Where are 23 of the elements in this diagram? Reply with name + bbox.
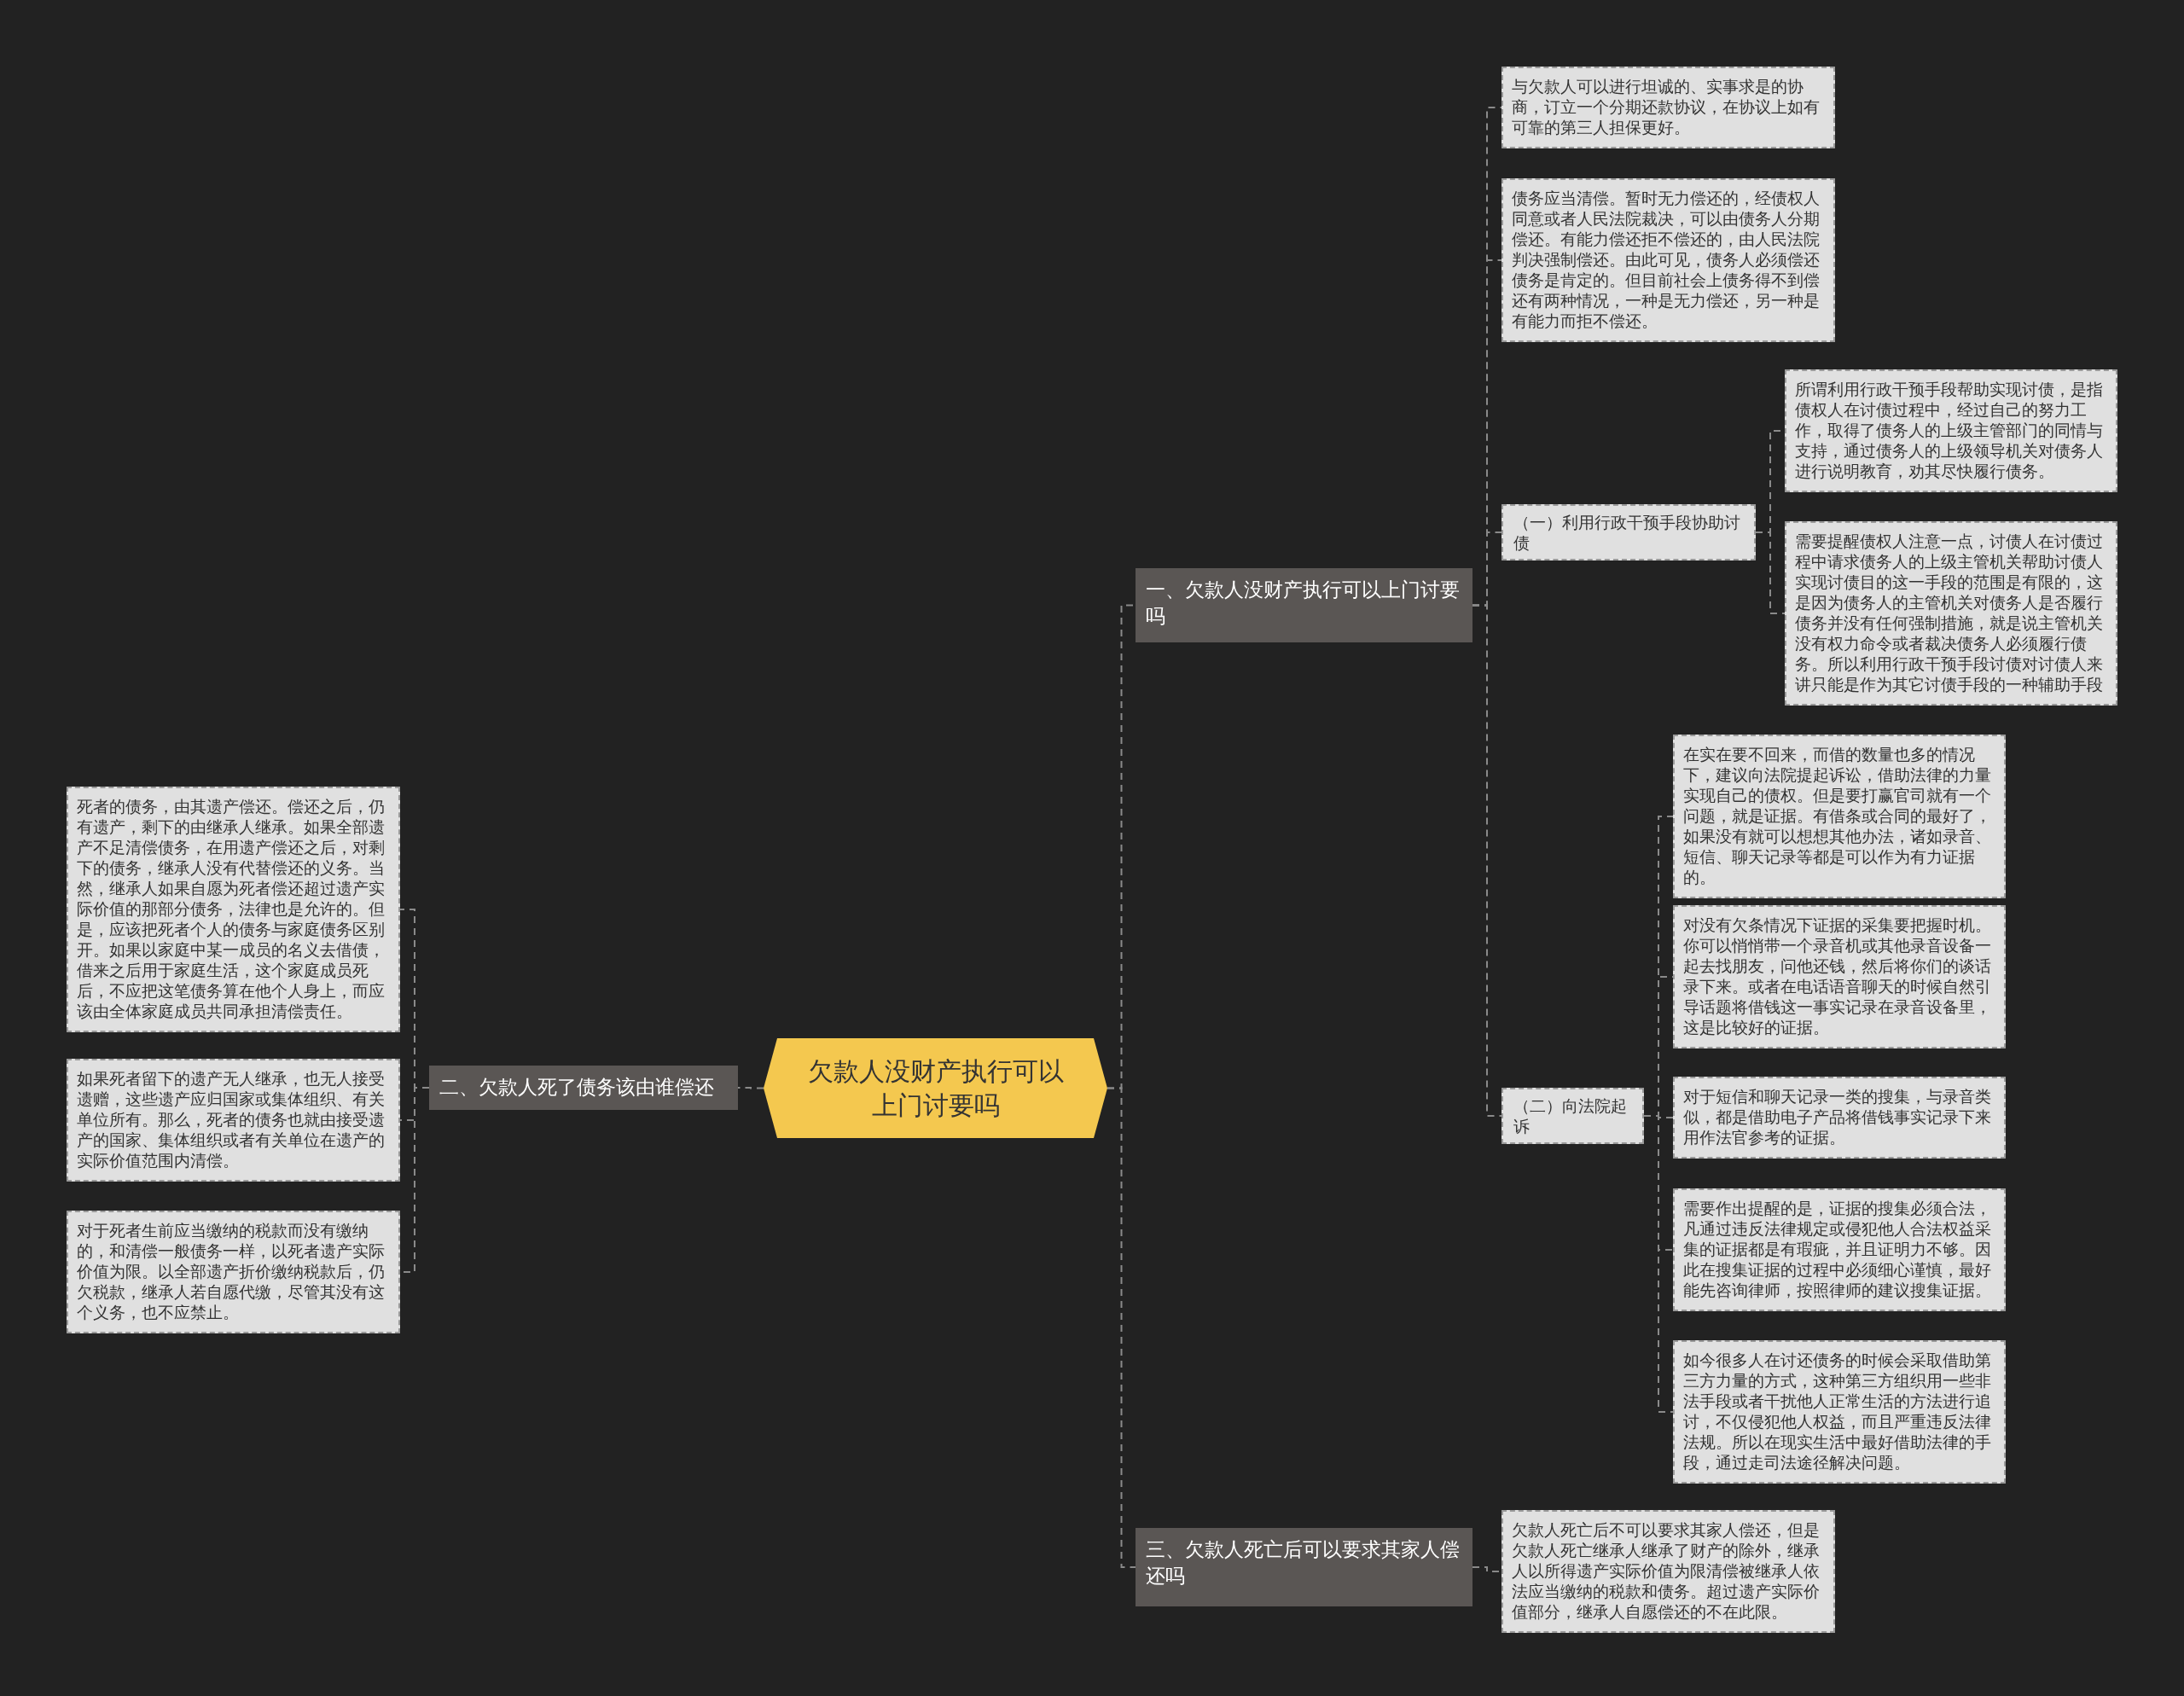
note-box: 如果死者留下的遗产无人继承，也无人接受遗赠，这些遗产应归国家或集体组织、有关单位所有。那么，死者的债务也就由接受遗产的国家、集体组织或者有关单位在遗产的实际价值范围内清偿。: [67, 1059, 400, 1182]
note-box: 死者的债务，由其遗产偿还。偿还之后，仍有遗产，剩下的由继承人继承。如果全部遗产不足清偿债务，在用遗产偿还之后，对剩下的债务，继承人没有代替偿还的义务。当然，继承人如果自愿为死者偿还超过遗产实际价值的那部分债务，法律也是允许的。但是，应该把死者个人的债务与家庭债务区别开。如果以家庭中某一成员的名义去借债，借来之后用于家庭生活，这个家庭成员死后，不应把这笔债务算在他个人身上，而应该由全体家庭成员共同承担清偿责任。: [67, 787, 400, 1032]
note-box: 在实在要不回来，而借的数量也多的情况下，建议向法院提起诉讼，借助法律的力量实现自己的债权。但是要打赢官司就有一个问题，就是证据。有借条或合同的最好了，如果没有就可以想想其他办法，诸如录音、短信、聊天记录等都是可以作为有力证据的。: [1673, 735, 2006, 898]
note-box: 需要作出提醒的是，证据的搜集必须合法，凡通过违反法律规定或侵犯他人合法权益采集的证据都是有瑕疵，并且证明力不够。因此在搜集证据的过程中必须细心谨慎，最好能先咨询律师，按照律师的建议搜集证据。: [1673, 1188, 2006, 1311]
connector-line: [1755, 531, 1786, 614]
note-box: 对没有欠条情况下证据的采集要把握时机。你可以悄悄带一个录音机或其他录音设备一起去找朋友，问他还钱，然后将你们的谈话录下来。或者在电话语音聊天的时候自然引导话题将借钱这一事实记录在录音设备里，这是比较好的证据。: [1673, 905, 2006, 1048]
branch-topic: 二、欠款人死了债务该由谁偿还: [429, 1066, 738, 1110]
note-box: 对于短信和聊天记录一类的搜集，与录音类似，都是借助电子产品将借钱事实记录下来用作法官参考的证据。: [1673, 1077, 2006, 1159]
connector-line: [737, 1087, 764, 1089]
subtopic-box: （一）利用行政干预手段协助讨债: [1502, 504, 1756, 560]
note-box: 与欠款人可以进行坦诚的、实事求是的协商，订立一个分期还款协议，在协议上如有可靠的第三人担保更好。: [1502, 67, 1835, 148]
subtopic-box: （二）向法院起诉: [1502, 1088, 1644, 1144]
note-box: 对于死者生前应当缴纳的税款而没有缴纳的，和清偿一般债务一样，以死者遗产实际价值为限。以全部遗产折价缴纳税款后，仍欠税款，继承人若自愿代缴，尽管其没有这个义务，也不应禁止。: [67, 1211, 400, 1333]
connector-line: [1107, 1087, 1136, 1568]
note-box: 债务应当清偿。暂时无力偿还的，经债权人同意或者人民法院裁决，可以由债务人分期偿还。有能力偿还拒不偿还的，由人民法院判决强制偿还。由此可见，债务人必须偿还债务是肯定的。但目前社会上债务得不到偿还有两种情况，一种是无力偿还，另一种是有能力而拒不偿还。: [1502, 178, 1835, 342]
note-box: 欠款人死亡后不可以要求其家人偿还，但是欠款人死亡继承人继承了财产的除外，继承人以所得遗产实际价值为限清偿被继承人依法应当缴纳的税款和债务。超过遗产实际价值部分，继承人自愿偿还的不在此限。: [1502, 1510, 1835, 1633]
note-box: 需要提醒债权人注意一点，讨债人在讨债过程中请求债务人的上级主管机关帮助讨债人实现讨债目的这一手段的范围是有限的，这是因为债务人的主管机关对债务人是否履行债务并没有任何强制措施，就是说主管机关没有权力命令或者裁决债务人必须履行债务。所以利用行政干预手段讨债对讨债人来讲只能是作为其它讨债手段的一种辅助手段: [1785, 521, 2117, 706]
central-topic: 欠款人没财产执行可以上门讨要吗: [764, 1038, 1107, 1138]
branch-topic: 一、欠款人没财产执行可以上门讨要吗: [1136, 568, 1472, 642]
branch-topic: 三、欠款人死亡后可以要求其家人偿还吗: [1136, 1528, 1472, 1606]
note-box: 所谓利用行政干预手段帮助实现讨债，是指债权人在讨债过程中，经过自己的努力工作，取得了债务人的上级主管部门的同情与支持，通过债务人的上级领导机关对债务人进行说明教育，劝其尽快履行债务。: [1785, 369, 2117, 492]
connector-line: [1472, 604, 1502, 1117]
note-box: 如今很多人在讨还债务的时候会采取借助第三方力量的方式，这种第三方组织用一些非法手段或者干扰他人正常生活的方法进行追讨，不仅侵犯他人权益，而且严重违反法律法规。所以在现实生活中最好借助法律的手段，通过走司法途径解决问题。: [1673, 1340, 2006, 1484]
